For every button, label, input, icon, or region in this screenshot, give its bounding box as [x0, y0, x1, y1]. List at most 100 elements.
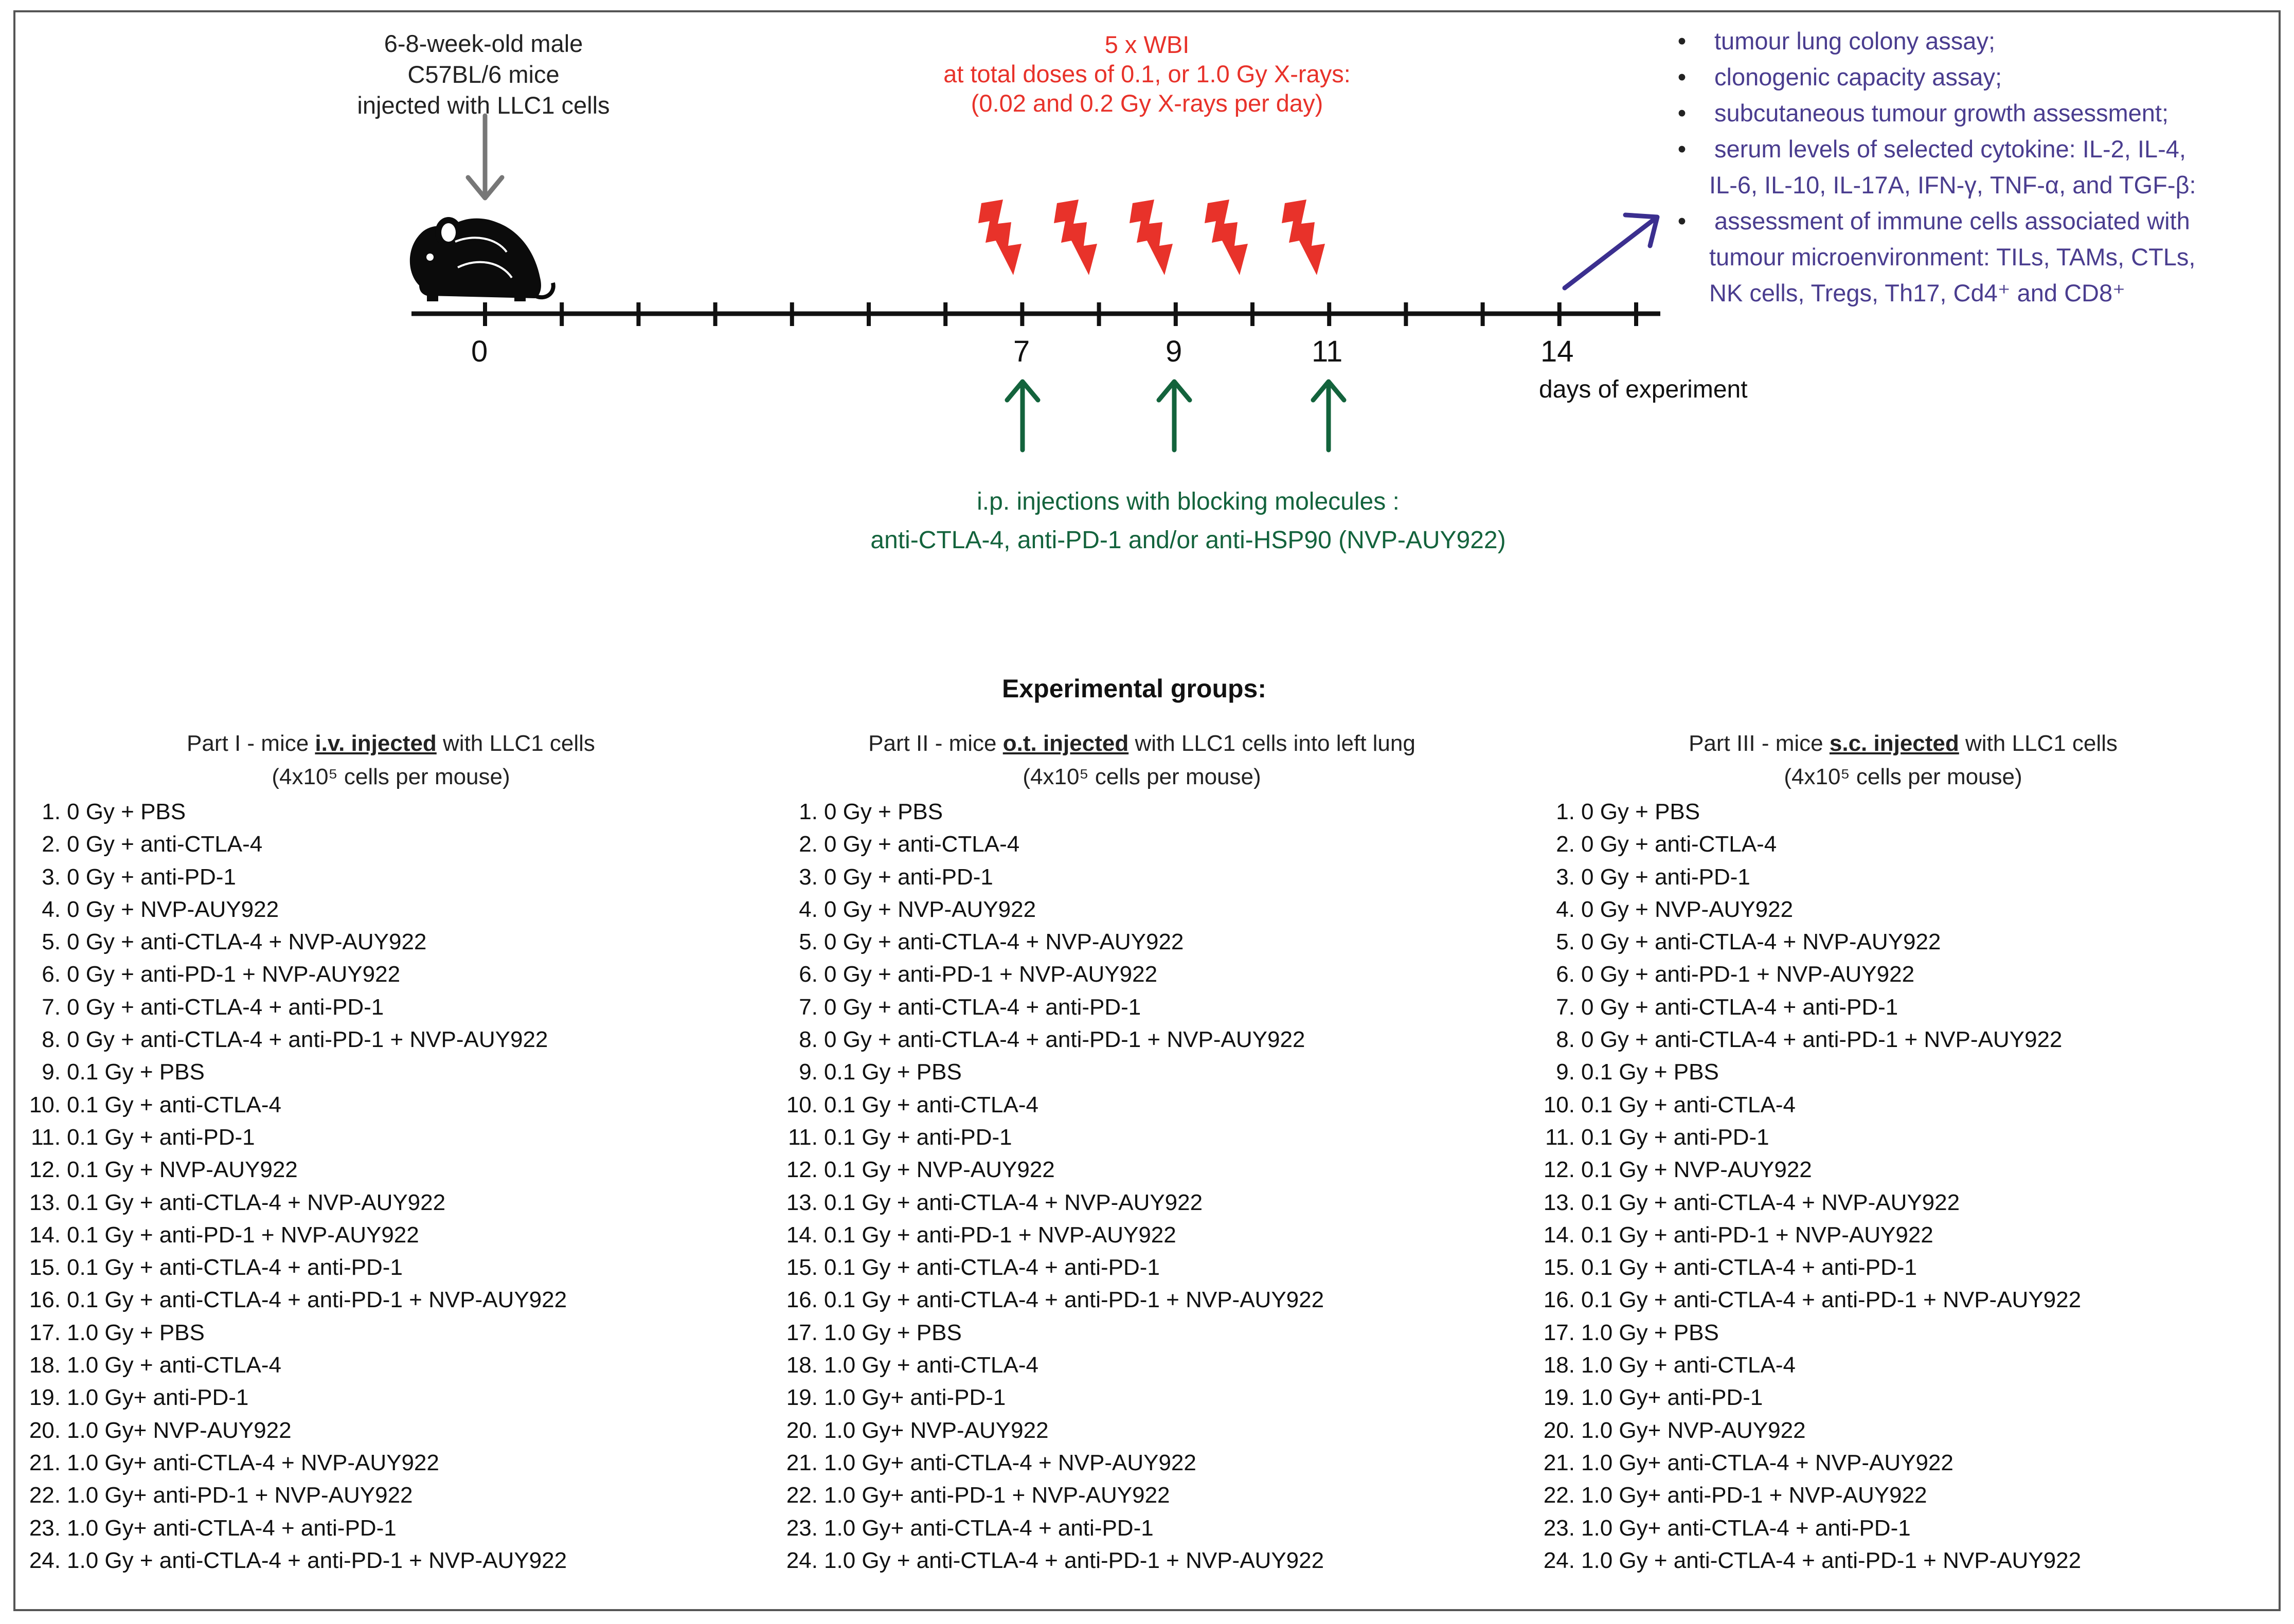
group-number: 23.: [786, 1515, 818, 1541]
group-text: 1.0 Gy + anti-CTLA-4: [824, 1352, 1038, 1378]
group-number: 22.: [1543, 1483, 1575, 1508]
group-text: 0.1 Gy + anti-CTLA-4 + NVP-AUY922: [824, 1189, 1203, 1215]
assay-text: assessment of immune cells associated wi…: [1714, 207, 2190, 234]
group-text: 0.1 Gy + PBS: [1581, 1059, 1719, 1085]
group-text: 1.0 Gy + PBS: [1581, 1320, 1719, 1345]
group-text: 0 Gy + anti-CTLA-4 + anti-PD-1: [1581, 994, 1898, 1020]
group-text: 0 Gy + NVP-AUY922: [1581, 896, 1794, 922]
group-text: 0 Gy + anti-CTLA-4: [1581, 832, 1777, 857]
group-text: 1.0 Gy + anti-CTLA-4: [1581, 1352, 1796, 1378]
part-1-route: i.v. injected: [315, 731, 437, 756]
group-text: 1.0 Gy + anti-CTLA-4 + anti-PD-1 + NVP-A…: [1581, 1547, 2082, 1573]
group-item: 22.1.0 Gy+ anti-PD-1 + NVP-AUY922: [1533, 1479, 2081, 1511]
injection-note: 6-8-week-old male C57BL/6 mice injected …: [278, 28, 689, 121]
group-item: 12.0.1 Gy + NVP-AUY922: [19, 1153, 567, 1186]
part-3-cells: (4x10⁵ cells per mouse): [1784, 764, 2022, 789]
group-item: 7.0 Gy + anti-CTLA-4 + anti-PD-1: [1533, 991, 2081, 1023]
bullet-icon: •: [1677, 135, 1687, 163]
group-item: 4.0 Gy + NVP-AUY922: [776, 893, 1324, 926]
group-number: 24.: [786, 1547, 818, 1573]
mouse-icon: [409, 217, 555, 301]
group-item: 14.0.1 Gy + anti-PD-1 + NVP-AUY922: [19, 1219, 567, 1251]
group-text: 0.1 Gy + NVP-AUY922: [824, 1157, 1055, 1183]
group-text: 0 Gy + anti-CTLA-4 + anti-PD-1 + NVP-AUY…: [824, 1027, 1305, 1053]
group-number: 4.: [799, 896, 818, 922]
lightning-bolt-icon: [1054, 200, 1097, 275]
assay-item: IL-6, IL-10, IL-17A, IFN-γ, TNF-α, and T…: [1674, 167, 2281, 203]
group-number: 13.: [1543, 1189, 1575, 1215]
group-number: 8.: [799, 1027, 818, 1053]
group-text: 0 Gy + anti-CTLA-4: [824, 832, 1020, 857]
group-number: 6.: [1556, 962, 1575, 987]
group-number: 18.: [786, 1352, 818, 1378]
group-number: 2.: [799, 832, 818, 857]
group-item: 1.0 Gy + PBS: [776, 796, 1324, 828]
group-number: 10.: [1543, 1092, 1575, 1117]
green-arrow-up-icon: [1311, 379, 1347, 453]
group-number: 1.: [1556, 799, 1575, 824]
group-number: 3.: [42, 864, 61, 890]
group-number: 5.: [799, 929, 818, 955]
injection-arrows: [1005, 379, 1347, 453]
group-text: 0.1 Gy + anti-CTLA-4: [824, 1092, 1038, 1117]
group-text: 1.0 Gy+ NVP-AUY922: [67, 1417, 292, 1443]
group-number: 18.: [1543, 1352, 1575, 1378]
group-number: 20.: [786, 1417, 818, 1443]
group-item: 8.0 Gy + anti-CTLA-4 + anti-PD-1 + NVP-A…: [776, 1023, 1324, 1056]
group-item: 17.1.0 Gy + PBS: [19, 1316, 567, 1349]
part-2-pre: Part II - mice: [868, 731, 1003, 756]
group-item: 10.0.1 Gy + anti-CTLA-4: [776, 1089, 1324, 1121]
group-item: 12.0.1 Gy + NVP-AUY922: [776, 1153, 1324, 1186]
timeline-diagram: [409, 113, 1660, 453]
group-number: 13.: [786, 1189, 818, 1215]
group-text: 0.1 Gy + anti-CTLA-4 + anti-PD-1: [824, 1255, 1160, 1280]
group-number: 1.: [799, 799, 818, 824]
part-3-heading: Part III - mice s.c. injected with LLC1 …: [1543, 727, 2263, 793]
wbi-line: at total doses of 0.1, or 1.0 Gy X-rays:: [943, 60, 1351, 87]
group-number: 2.: [1556, 832, 1575, 857]
group-number: 17.: [1543, 1320, 1575, 1345]
assay-text: IL-6, IL-10, IL-17A, IFN-γ, TNF-α, and T…: [1709, 171, 2196, 199]
part-3-route: s.c. injected: [1829, 731, 1959, 756]
group-item: 10.0.1 Gy + anti-CTLA-4: [1533, 1089, 2081, 1121]
group-number: 15.: [786, 1255, 818, 1280]
group-item: 15.0.1 Gy + anti-CTLA-4 + anti-PD-1: [776, 1251, 1324, 1284]
group-item: 19.1.0 Gy+ anti-PD-1: [776, 1381, 1324, 1414]
group-text: 1.0 Gy+ anti-PD-1: [67, 1385, 249, 1411]
group-number: 15.: [1543, 1255, 1575, 1280]
group-text: 0.1 Gy + anti-PD-1: [1581, 1124, 1769, 1150]
group-text: 1.0 Gy+ anti-CTLA-4 + anti-PD-1: [67, 1515, 397, 1541]
group-text: 0.1 Gy + anti-PD-1 + NVP-AUY922: [67, 1222, 419, 1248]
group-text: 1.0 Gy+ anti-CTLA-4 + NVP-AUY922: [824, 1450, 1196, 1475]
group-item: 17.1.0 Gy + PBS: [776, 1316, 1324, 1349]
group-number: 19.: [1543, 1385, 1575, 1411]
group-item: 5.0 Gy + anti-CTLA-4 + NVP-AUY922: [1533, 926, 2081, 958]
group-item: 19.1.0 Gy+ anti-PD-1: [19, 1381, 567, 1414]
days-caption: days of experiment: [1539, 376, 1748, 403]
group-item: 24.1.0 Gy + anti-CTLA-4 + anti-PD-1 + NV…: [1533, 1544, 2081, 1577]
group-item: 9.0.1 Gy + PBS: [19, 1056, 567, 1088]
bullet-icon: •: [1677, 207, 1687, 234]
group-number: 23.: [1543, 1515, 1575, 1541]
group-text: 1.0 Gy+ anti-PD-1: [824, 1385, 1006, 1411]
green-arrow-up-icon: [1005, 379, 1041, 453]
group-item: 20.1.0 Gy+ NVP-AUY922: [1533, 1414, 2081, 1447]
injection-note-line: 6-8-week-old male: [384, 30, 583, 57]
group-number: 16.: [1543, 1287, 1575, 1313]
group-number: 15.: [29, 1255, 61, 1280]
group-number: 11.: [1545, 1124, 1575, 1150]
group-text: 1.0 Gy+ anti-PD-1 + NVP-AUY922: [67, 1483, 413, 1508]
part-2-post: with LLC1 cells into left lung: [1128, 731, 1415, 756]
group-text: 1.0 Gy+ anti-PD-1 + NVP-AUY922: [824, 1483, 1170, 1508]
wbi-note: 5 x WBI at total doses of 0.1, or 1.0 Gy…: [838, 30, 1456, 118]
group-number: 9.: [799, 1059, 818, 1085]
group-item: 14.0.1 Gy + anti-PD-1 + NVP-AUY922: [1533, 1219, 2081, 1251]
group-text: 1.0 Gy+ anti-CTLA-4 + anti-PD-1: [1581, 1515, 1911, 1541]
group-text: 0 Gy + PBS: [1581, 799, 1700, 824]
group-number: 3.: [799, 864, 818, 890]
group-number: 5.: [42, 929, 61, 955]
group-number: 11.: [31, 1124, 61, 1150]
group-item: 8.0 Gy + anti-CTLA-4 + anti-PD-1 + NVP-A…: [19, 1023, 567, 1056]
blocking-line: i.p. injections with blocking molecules …: [977, 488, 1400, 515]
group-text: 0 Gy + PBS: [824, 799, 943, 824]
